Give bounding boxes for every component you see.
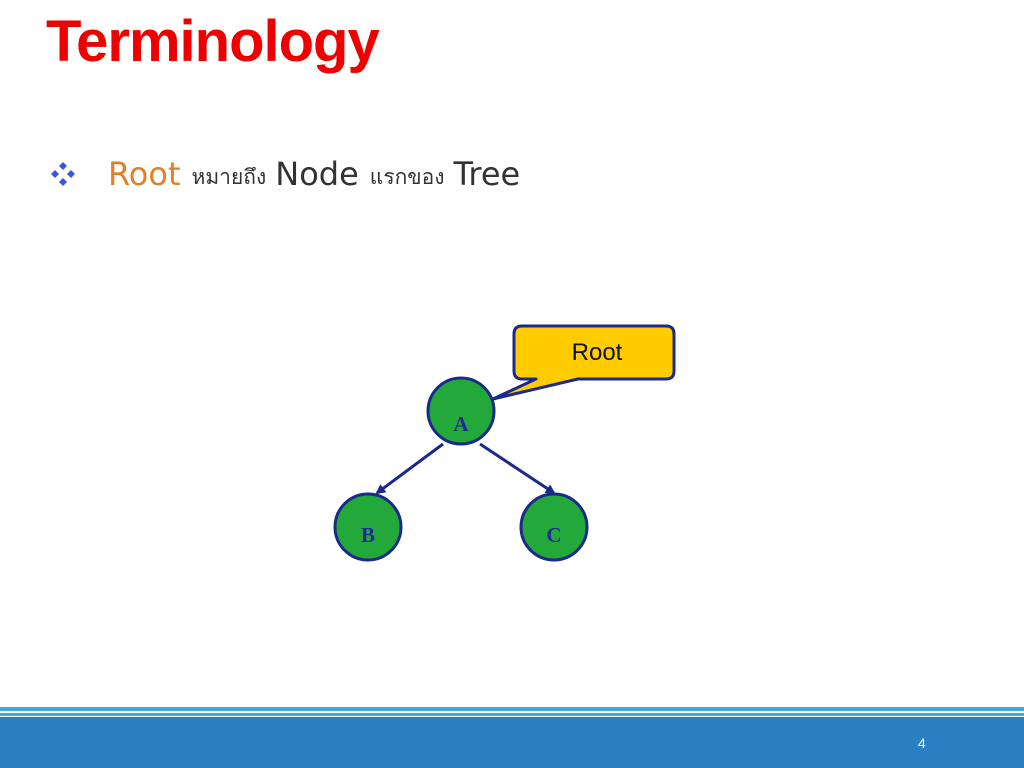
node-b: B xyxy=(333,492,403,562)
node-a: A xyxy=(426,376,496,446)
callout-root: Root xyxy=(491,324,676,401)
bullet-word-node: Node xyxy=(275,155,359,193)
edge-a-c xyxy=(479,442,556,495)
bullet-thai-text-1: หมายถึง xyxy=(191,164,267,189)
bullet-term-root: Root xyxy=(108,155,181,193)
page-number: 4 xyxy=(918,735,926,751)
footer-bar: 4 xyxy=(0,717,1024,768)
bullet-thai-text-2: แรกของ xyxy=(369,164,445,189)
footer-accent-line xyxy=(0,707,1024,711)
node-c: C xyxy=(519,492,589,562)
bullet-point: Root หมายถึง Node แรกของ Tree xyxy=(48,150,520,198)
footer-accent-line-2 xyxy=(0,713,1024,716)
node-c-label: C xyxy=(546,523,561,547)
callout-label: Root xyxy=(572,339,623,366)
slide-title: Terminology xyxy=(46,9,380,74)
four-diamond-bullet-icon xyxy=(51,162,75,186)
node-b-label: B xyxy=(361,523,375,547)
bullet-word-tree: Tree xyxy=(453,155,521,193)
node-a-label: A xyxy=(453,412,469,436)
edge-a-b xyxy=(375,442,444,495)
